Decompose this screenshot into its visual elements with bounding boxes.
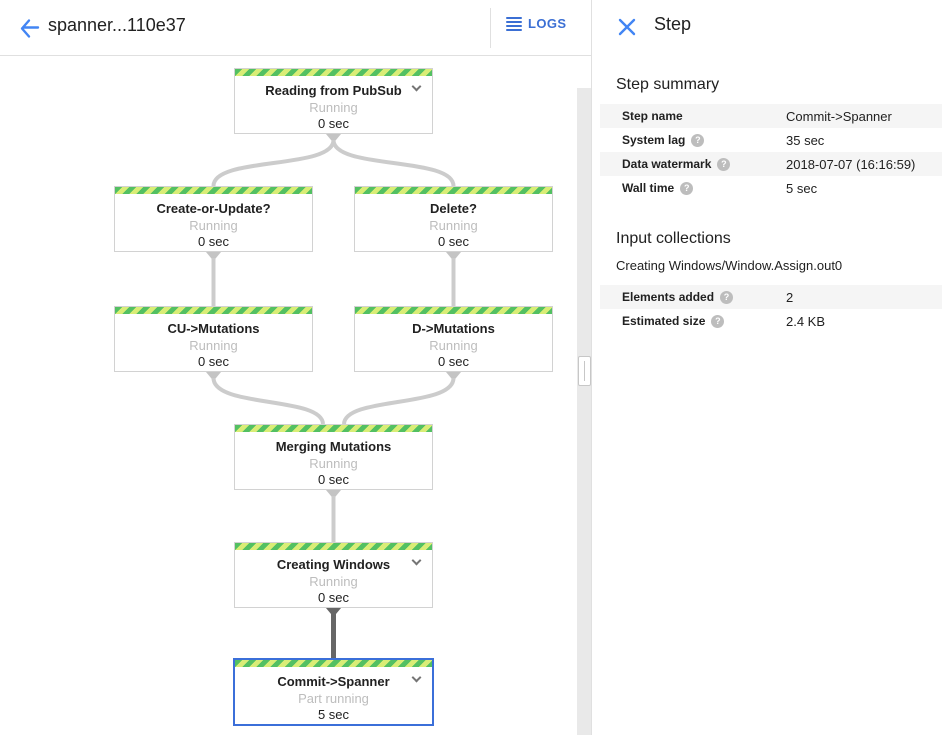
running-stripe xyxy=(235,660,432,667)
logs-button-label: LOGS xyxy=(528,16,567,32)
pipeline-edges xyxy=(206,134,461,658)
running-stripe xyxy=(115,187,312,194)
running-stripe xyxy=(235,425,432,432)
summary-row-system-lag: System lag? 35 sec xyxy=(600,128,942,152)
row-value: 2 xyxy=(786,289,794,305)
input-row-estimated-size: Estimated size? 2.4 KB xyxy=(600,309,942,333)
running-stripe xyxy=(235,69,432,76)
row-label: Step name xyxy=(622,109,683,123)
row-label: Data watermark xyxy=(622,157,712,171)
running-stripe xyxy=(115,307,312,314)
summary-row-wall-time: Wall time? 5 sec xyxy=(600,176,942,200)
help-icon[interactable]: ? xyxy=(720,290,734,304)
back-arrow-icon[interactable] xyxy=(14,13,44,43)
input-collections-section: Input collections Creating Windows/Windo… xyxy=(592,230,942,333)
node-status: Running xyxy=(309,574,358,589)
node-time: 0 sec xyxy=(317,472,350,487)
graph-scrollbar-track[interactable] xyxy=(577,88,591,735)
help-icon[interactable]: ? xyxy=(717,157,731,171)
pipeline-node-merging-mutations[interactable]: Merging Mutations Running 0 sec xyxy=(234,424,433,490)
node-status: Running xyxy=(189,218,238,233)
pipeline-node-commit-spanner-selected[interactable]: Commit->Spanner Part running 5 sec xyxy=(233,658,434,726)
pipeline-node-d-mutations[interactable]: D->Mutations Running 0 sec xyxy=(354,306,553,372)
job-title: spanner...110e37 xyxy=(48,15,186,35)
row-label: Elements added xyxy=(622,290,715,304)
node-title: Reading from PubSub xyxy=(265,83,402,98)
logs-button[interactable]: LOGS xyxy=(506,15,566,33)
node-title: Create-or-Update? xyxy=(156,201,271,216)
help-icon[interactable]: ? xyxy=(711,314,725,328)
node-status: Running xyxy=(429,338,478,353)
node-title: Merging Mutations xyxy=(275,439,392,454)
row-value: Commit->Spanner xyxy=(786,108,892,124)
node-status: Running xyxy=(309,100,358,115)
collection-name: Creating Windows/Window.Assign.out0 xyxy=(616,258,843,273)
header-divider xyxy=(490,8,491,48)
node-time: 0 sec xyxy=(437,234,470,249)
node-title: CU->Mutations xyxy=(167,321,260,336)
pipeline-graph: Reading from PubSub Running 0 sec Create… xyxy=(0,56,578,735)
running-stripe xyxy=(355,187,552,194)
close-icon[interactable] xyxy=(614,14,640,40)
running-stripe xyxy=(235,543,432,550)
row-value: 2018-07-07 (16:16:59) xyxy=(786,156,916,172)
node-status: Part running xyxy=(298,691,369,706)
node-title: Delete? xyxy=(430,201,477,216)
node-status: Running xyxy=(429,218,478,233)
pipeline-node-delete[interactable]: Delete? Running 0 sec xyxy=(354,186,553,252)
node-time: 0 sec xyxy=(437,354,470,369)
step-panel-header: Step xyxy=(592,0,942,56)
node-time: 0 sec xyxy=(317,116,350,131)
top-header: spanner...110e37 LOGS xyxy=(0,0,591,56)
row-label: Estimated size xyxy=(622,314,706,328)
panel-title: Step xyxy=(654,14,692,34)
running-stripe xyxy=(355,307,552,314)
step-summary-section: Step summary Step name Commit->Spanner S… xyxy=(592,76,942,200)
step-summary-heading: Step summary xyxy=(616,76,720,93)
step-summary-table: Step name Commit->Spanner System lag? 35… xyxy=(600,104,942,200)
pipeline-node-cu-mutations[interactable]: CU->Mutations Running 0 sec xyxy=(114,306,313,372)
node-title: D->Mutations xyxy=(412,321,495,336)
input-collections-table: Elements added? 2 Estimated size? 2.4 KB xyxy=(600,285,942,333)
help-icon[interactable]: ? xyxy=(680,181,694,195)
help-icon[interactable]: ? xyxy=(691,133,705,147)
pipeline-node-create-or-update[interactable]: Create-or-Update? Running 0 sec xyxy=(114,186,313,252)
logs-list-icon xyxy=(506,15,522,33)
row-label: Wall time xyxy=(622,181,675,195)
row-label: System lag xyxy=(622,133,686,147)
pipeline-node-creating-windows[interactable]: Creating Windows Running 0 sec xyxy=(234,542,433,608)
node-time: 0 sec xyxy=(317,590,350,605)
pane-resize-handle[interactable] xyxy=(578,356,591,386)
summary-row-step-name: Step name Commit->Spanner xyxy=(600,104,942,128)
step-details-panel: Step Step summary Step name Commit->Span… xyxy=(591,0,942,735)
input-row-elements-added: Elements added? 2 xyxy=(600,285,942,309)
node-time: 0 sec xyxy=(197,354,230,369)
summary-row-data-watermark: Data watermark? 2018-07-07 (16:16:59) xyxy=(600,152,942,176)
pipeline-node-reading-from-pubsub[interactable]: Reading from PubSub Running 0 sec xyxy=(234,68,433,134)
node-status: Running xyxy=(309,456,358,471)
row-value: 5 sec xyxy=(786,180,818,196)
node-status: Running xyxy=(189,338,238,353)
node-title: Creating Windows xyxy=(276,557,391,572)
node-time: 5 sec xyxy=(317,707,350,722)
row-value: 2.4 KB xyxy=(786,313,826,329)
input-collections-heading: Input collections xyxy=(616,230,731,247)
node-title: Commit->Spanner xyxy=(277,674,390,689)
row-value: 35 sec xyxy=(786,132,825,148)
node-time: 0 sec xyxy=(197,234,230,249)
